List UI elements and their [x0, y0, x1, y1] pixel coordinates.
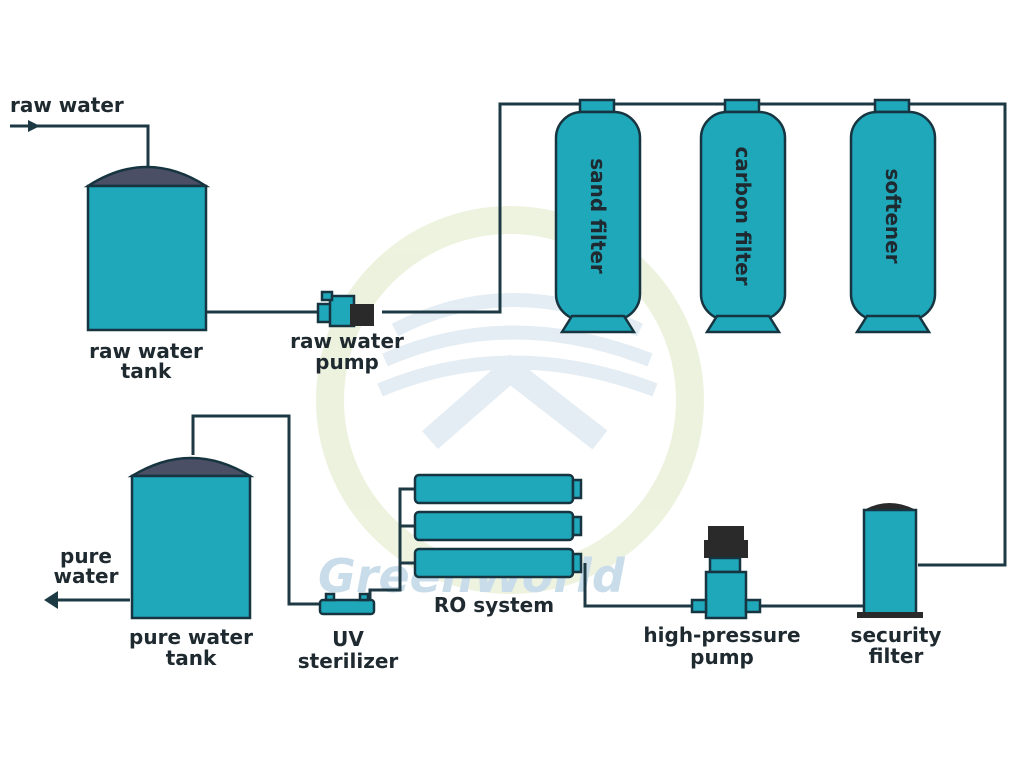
uv-sterilizer-label-line1: UV — [332, 627, 364, 651]
softener-label: softener — [881, 168, 905, 263]
uv-sterilizer — [318, 592, 376, 616]
high-pressure-pump-label-line1: high-pressure — [643, 623, 800, 647]
pure-water-outlet-label-line1: pure — [60, 544, 112, 568]
high-pressure-pump-label-line2: pump — [690, 645, 754, 669]
pure-water-outlet-arrow-icon — [44, 591, 58, 609]
high-pressure-pump — [690, 526, 762, 620]
raw-water-tank-label-line1: raw water — [89, 339, 203, 363]
pure-water-tank-label-line1: pure water — [129, 625, 253, 649]
raw-water-inlet-arrow-icon — [28, 120, 40, 132]
sand-filter-vessel — [554, 98, 642, 334]
sand-filter-label: sand filter — [586, 158, 610, 274]
security-filter-label-line2: filter — [869, 644, 924, 668]
pure-water-tank-label-line2: tank — [166, 646, 217, 670]
raw-water-pump — [316, 290, 374, 328]
uv-sterilizer-label-line2: sterilizer — [298, 649, 399, 673]
security-filter-label-line1: security — [851, 623, 942, 647]
raw-water-pump-label-line1: raw water — [290, 329, 404, 353]
ro-system — [413, 473, 583, 579]
pure-water-tank — [127, 456, 255, 620]
raw-water-inlet-label: raw water — [10, 93, 124, 117]
raw-water-tank — [83, 165, 211, 332]
carbon-filter-label: carbon filter — [731, 146, 755, 285]
ro-system-label: RO system — [434, 593, 554, 617]
pure-water-outlet-label-line2: water — [54, 564, 119, 588]
raw-water-pump-label-line2: pump — [315, 350, 379, 374]
carbon-filter-vessel — [699, 98, 787, 334]
security-filter — [857, 503, 923, 618]
raw-water-tank-label-line2: tank — [121, 359, 172, 383]
softener-vessel — [849, 98, 937, 334]
